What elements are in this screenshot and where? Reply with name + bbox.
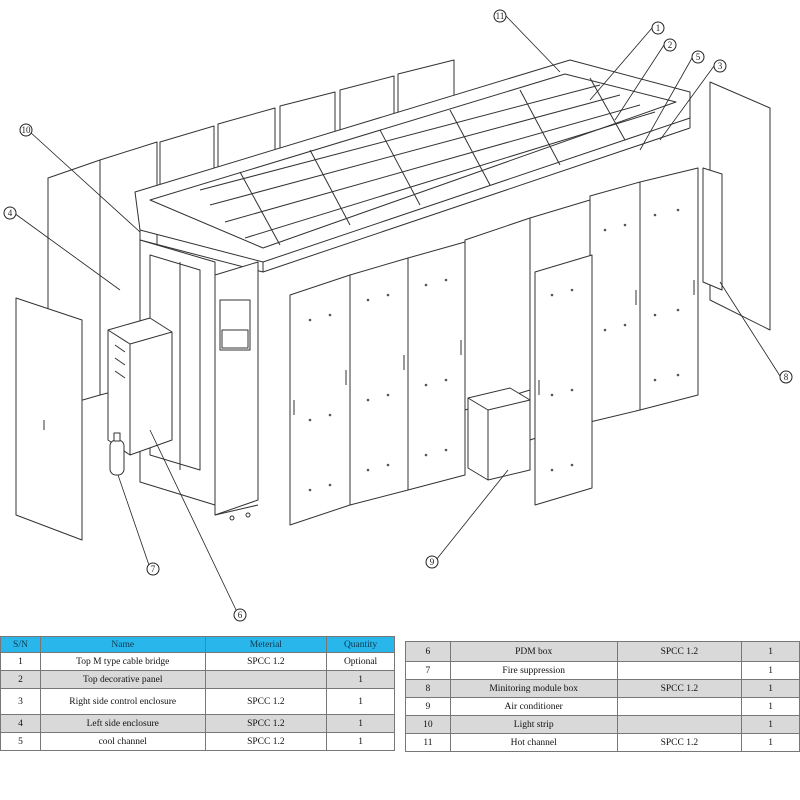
- callout-1: 1: [651, 21, 665, 35]
- callout-11: 11: [493, 9, 507, 23]
- parts-table-right: 6 PDM box SPCC 1.2 1 7 Fire suppression …: [405, 641, 800, 752]
- cell-quantity: 1: [326, 714, 395, 733]
- cell-quantity: 1: [326, 670, 395, 689]
- left-side-door: [15, 297, 83, 541]
- callout-5: 5: [691, 50, 705, 64]
- table-row: 10 Light strip 1: [405, 715, 800, 734]
- svg-text:8: 8: [784, 372, 789, 382]
- header-name: Name: [39, 636, 206, 653]
- callout-10: 10: [19, 123, 33, 137]
- cell-material: SPCC 1.2: [204, 688, 328, 715]
- cell-material: SPCC 1.2: [616, 733, 743, 752]
- header-material: Meterial: [204, 636, 328, 653]
- cell-sn: 6: [405, 641, 451, 662]
- callout-7: 7: [146, 562, 160, 576]
- callout-6: 6: [233, 608, 247, 622]
- table-row: 9 Air conditioner 1: [405, 697, 800, 716]
- table-row: 7 Fire suppression 1: [405, 661, 800, 680]
- callout-9: 9: [425, 555, 439, 569]
- table-row: 6 PDM box SPCC 1.2 1: [405, 641, 800, 662]
- cell-name: Top M type cable bridge: [39, 652, 206, 671]
- cell-sn: 10: [405, 715, 451, 734]
- top-cable-bridge: [134, 59, 691, 273]
- cell-material: [616, 715, 743, 734]
- cell-name: Minitoring module box: [449, 679, 618, 698]
- svg-text:10: 10: [22, 125, 32, 135]
- svg-text:9: 9: [430, 557, 435, 567]
- cell-name: Hot channel: [449, 733, 618, 752]
- cell-name: Right side control enclosure: [39, 688, 206, 715]
- cell-quantity: 1: [741, 733, 800, 752]
- cell-sn: 8: [405, 679, 451, 698]
- svg-text:4: 4: [8, 208, 13, 218]
- door-perforations: [308, 208, 680, 492]
- cell-material: [616, 697, 743, 716]
- svg-text:7: 7: [151, 564, 156, 574]
- svg-text:2: 2: [668, 40, 673, 50]
- cell-sn: 1: [0, 652, 41, 671]
- table-row: 8 Minitoring module box SPCC 1.2 1: [405, 679, 800, 698]
- fire-suppression-box: [107, 317, 173, 456]
- leader-lines: [13, 15, 781, 615]
- svg-text:5: 5: [696, 52, 701, 62]
- cell-quantity: 1: [741, 641, 800, 662]
- callout-2: 2: [663, 38, 677, 52]
- cell-sn: 11: [405, 733, 451, 752]
- cell-quantity: 1: [741, 661, 800, 680]
- cell-name: Air conditioner: [449, 697, 618, 716]
- cell-quantity: 1: [741, 679, 800, 698]
- fire-extinguisher-bottle: [109, 432, 125, 476]
- cell-material: SPCC 1.2: [204, 732, 328, 751]
- cell-sn: 5: [0, 732, 41, 751]
- cell-name: Light strip: [449, 715, 618, 734]
- svg-text:11: 11: [496, 11, 505, 21]
- header-sn: S/N: [0, 636, 41, 653]
- cell-material: SPCC 1.2: [204, 714, 328, 733]
- monitoring-module-box: [702, 167, 723, 291]
- cell-name: cool channel: [39, 732, 206, 751]
- cell-name: Top decorative panel: [39, 670, 206, 689]
- cell-sn: 7: [405, 661, 451, 680]
- parts-table-left: S/N Name Meterial Quantity 1 Top M type …: [0, 636, 395, 751]
- callout-8: 8: [779, 370, 793, 384]
- table-header-row: S/N Name Meterial Quantity: [0, 636, 395, 653]
- cell-sn: 2: [0, 670, 41, 689]
- svg-text:1: 1: [656, 23, 661, 33]
- cell-material: SPCC 1.2: [204, 652, 328, 671]
- header-quantity: Quantity: [326, 636, 395, 653]
- cell-quantity: 1: [326, 732, 395, 751]
- cell-material: [204, 670, 328, 689]
- cell-quantity: 1: [741, 715, 800, 734]
- front-door-row: [289, 241, 466, 526]
- callout-4: 4: [3, 206, 17, 220]
- table-row: 11 Hot channel SPCC 1.2 1: [405, 733, 800, 752]
- detached-door: [534, 254, 593, 506]
- cell-sn: 9: [405, 697, 451, 716]
- cell-sn: 3: [0, 688, 41, 715]
- exploded-view-drawing: 11 1 2 5 3 10 4 8 9 7 6: [3, 9, 793, 622]
- cell-material: SPCC 1.2: [616, 641, 743, 662]
- table-row: 5 cool channel SPCC 1.2 1: [0, 732, 395, 751]
- cell-quantity: Optional: [326, 652, 395, 671]
- cell-material: SPCC 1.2: [616, 679, 743, 698]
- svg-text:6: 6: [238, 610, 243, 620]
- cell-name: Fire suppression: [449, 661, 618, 680]
- callout-3: 3: [713, 59, 727, 73]
- table-row: 1 Top M type cable bridge SPCC 1.2 Optio…: [0, 652, 395, 671]
- cell-sn: 4: [0, 714, 41, 733]
- cell-material: [616, 661, 743, 680]
- table-row: 4 Left side enclosure SPCC 1.2 1: [0, 714, 395, 733]
- cell-quantity: 1: [741, 697, 800, 716]
- cell-name: PDM box: [449, 641, 618, 662]
- cell-name: Left side enclosure: [39, 714, 206, 733]
- svg-text:3: 3: [718, 61, 723, 71]
- cell-quantity: 1: [326, 688, 395, 715]
- table-row: 2 Top decorative panel 1: [0, 670, 395, 689]
- air-conditioner-unit: [467, 387, 531, 481]
- table-row: 3 Right side control enclosure SPCC 1.2 …: [0, 688, 395, 715]
- callout-markers: 11 1 2 5 3 10 4 8 9 7 6: [3, 9, 793, 622]
